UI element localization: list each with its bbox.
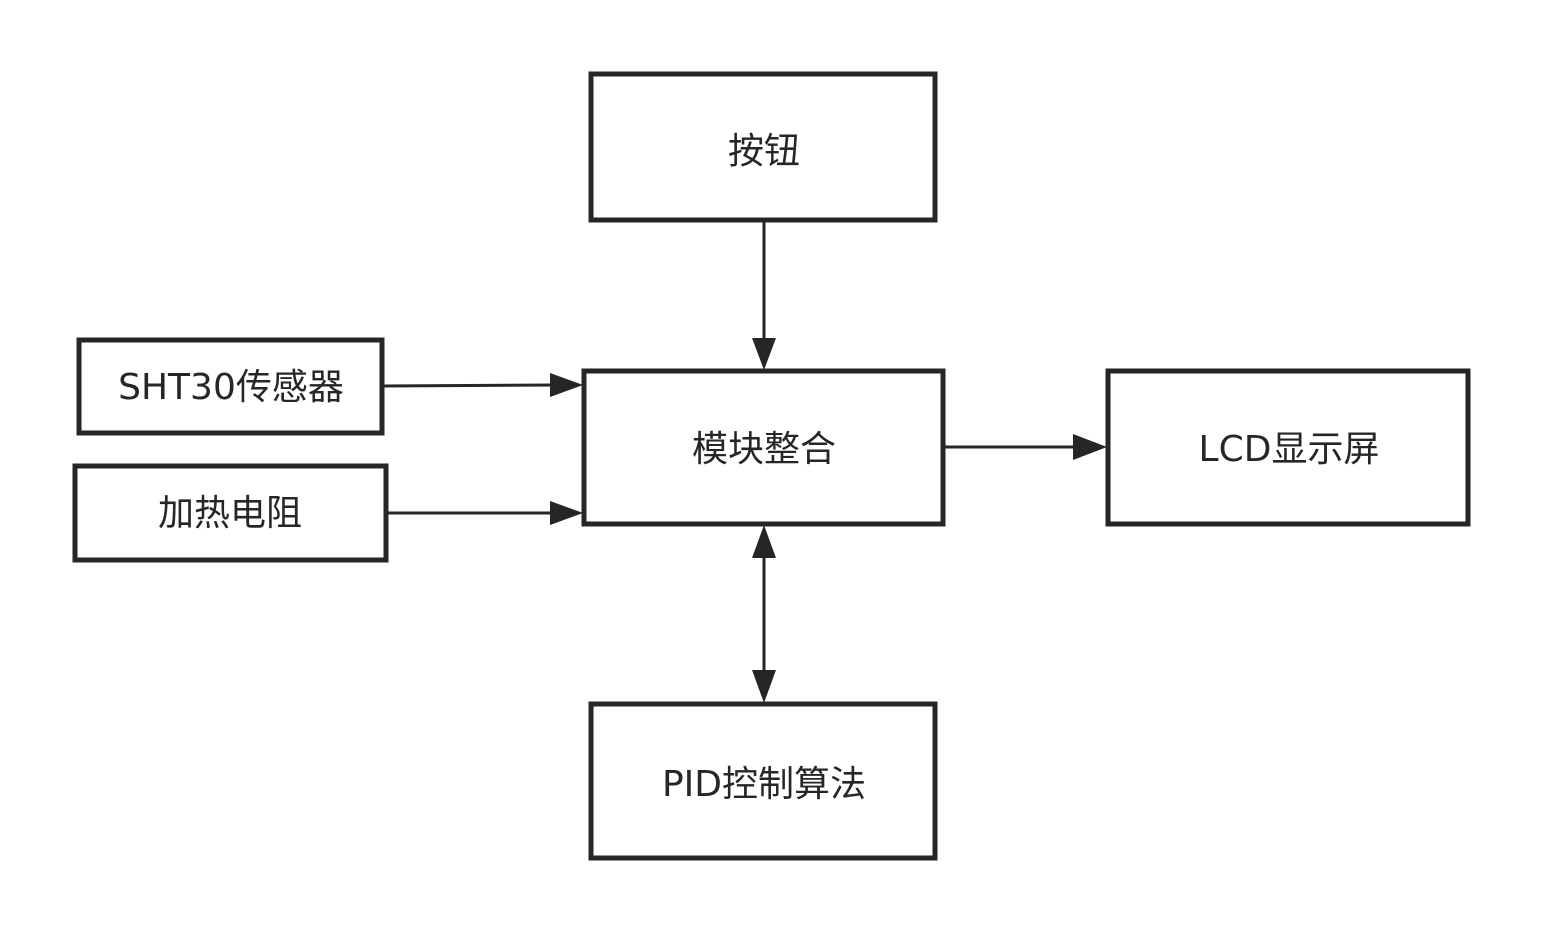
node-sht30: SHT30传感器 xyxy=(76,337,385,436)
edge-module-pid-bidirectional xyxy=(752,525,776,703)
arrowhead-right xyxy=(1073,434,1107,460)
node-lcd: LCD显示屏 xyxy=(1105,368,1471,527)
node-button: 按钮 xyxy=(588,71,938,223)
edge-heater-to-module xyxy=(387,501,583,525)
arrowhead-down xyxy=(752,670,776,703)
node-button-label: 按钮 xyxy=(728,131,800,172)
node-pid-label: PID控制算法 xyxy=(662,764,866,805)
node-heater-label: 加热电阻 xyxy=(158,493,302,534)
node-pid: PID控制算法 xyxy=(588,701,938,861)
node-lcd-label: LCD显示屏 xyxy=(1199,429,1380,470)
edge-module-to-lcd xyxy=(944,434,1107,460)
arrowhead-right xyxy=(550,501,583,525)
node-sht30-label: SHT30传感器 xyxy=(118,367,344,408)
node-module: 模块整合 xyxy=(581,368,946,527)
node-heater: 加热电阻 xyxy=(72,463,389,563)
node-module-label: 模块整合 xyxy=(692,429,836,470)
arrowhead-right xyxy=(550,373,583,397)
edge-sht30-to-module xyxy=(382,373,583,397)
arrowhead-down xyxy=(752,338,776,370)
arrowhead-up xyxy=(752,525,776,558)
edge-button-to-module xyxy=(752,222,776,370)
